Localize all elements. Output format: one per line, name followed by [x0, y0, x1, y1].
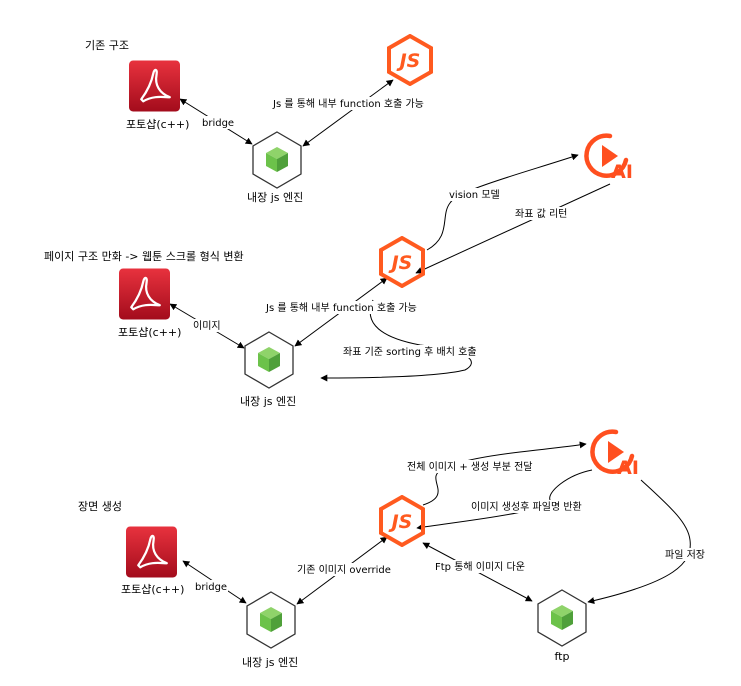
svg-text:bridge: bridge: [195, 582, 227, 593]
ftp-label: ftp: [555, 650, 570, 663]
edge-label-s2-vision: vision 모델: [446, 188, 512, 201]
js-logo-icon: JS: [387, 34, 433, 86]
section-title-existing: 기존 구조: [85, 39, 129, 52]
edge-s3-filename: [416, 469, 593, 531]
photoshop-label: 포토샵(c++): [126, 118, 189, 131]
edge-label-s3-full: 전체 이미지 + 생성 부분 전달: [404, 460, 554, 473]
svg-text:AI: AI: [611, 161, 633, 183]
edge-label-s2-sorting: 좌표 기준 sorting 후 배치 호출: [340, 345, 512, 358]
svg-text:Js 를 통해 내부 function 호출 가능: Js 를 통해 내부 function 호출 가능: [265, 301, 417, 314]
svg-text:vision 모델: vision 모델: [449, 189, 500, 201]
edge-label-s3-override: 기존 이미지 override: [294, 563, 392, 576]
ai-logo-icon: AI: [586, 136, 633, 183]
edge-label-s2-image: 이미지: [190, 319, 222, 332]
photoshop-icon: [129, 60, 180, 112]
edge-s1-js: [302, 79, 394, 147]
js-engine-label: 내장 js 엔진: [247, 191, 303, 204]
js-logo-icon: JS: [379, 495, 425, 547]
edge-s3-full: [422, 441, 587, 506]
svg-text:bridge: bridge: [202, 118, 234, 129]
edge-label-s3-bridge: bridge: [192, 580, 228, 593]
js-engine-icon: [252, 131, 302, 189]
js-engine-icon: [244, 331, 294, 389]
svg-text:AI: AI: [617, 457, 639, 479]
svg-text:JS: JS: [388, 252, 413, 274]
edge-label-s2-coord: 좌표 값 리턴: [512, 207, 578, 220]
svg-text:좌표 기준 sorting 후 배치 호출: 좌표 기준 sorting 후 배치 호출: [343, 346, 477, 358]
svg-text:좌표 값 리턴: 좌표 값 리턴: [515, 208, 567, 220]
edge-label-s2-js: Js 를 통해 내부 function 호출 가능: [263, 301, 449, 314]
edge-label-s3-filename: 이미지 생성후 파일명 반환: [468, 500, 608, 513]
svg-text:JS: JS: [388, 511, 413, 533]
edge-label-s1-js: Js 를 통해 내부 function 호출 가능: [270, 97, 456, 110]
svg-text:전체 이미지 + 생성 부분 전달: 전체 이미지 + 생성 부분 전달: [407, 461, 532, 473]
svg-text:JS: JS: [396, 50, 421, 72]
svg-text:기존 이미지 override: 기존 이미지 override: [297, 564, 391, 576]
ftp-server-icon: [537, 589, 587, 647]
svg-text:Ftp 통해 이미지 다운: Ftp 통해 이미지 다운: [435, 560, 525, 573]
edge-s2-vision: [426, 153, 579, 251]
js-engine-icon: [246, 591, 296, 649]
section-title-scene: 장면 생성: [78, 500, 122, 513]
photoshop-label: 포토샵(c++): [118, 326, 181, 339]
edge-s3-save: [587, 479, 691, 604]
js-logo-icon: JS: [379, 236, 425, 288]
edge-s2-coord: [415, 183, 611, 274]
edge-label-s1-bridge: bridge: [199, 116, 235, 129]
photoshop-icon: [119, 268, 170, 320]
svg-text:파일 저장: 파일 저장: [665, 549, 705, 561]
photoshop-icon: [126, 526, 177, 578]
svg-text:이미지 생성후 파일명 반환: 이미지 생성후 파일명 반환: [471, 501, 582, 513]
section-title-webtoon: 페이지 구조 만화 -> 웹툰 스크롤 형식 변환: [44, 250, 244, 263]
photoshop-label: 포토샵(c++): [121, 583, 184, 596]
js-engine-label: 내장 js 엔진: [240, 395, 296, 408]
svg-text:이미지: 이미지: [193, 320, 221, 332]
edge-label-s3-ftp: Ftp 통해 이미지 다운: [432, 560, 530, 573]
js-engine-label: 내장 js 엔진: [242, 656, 298, 669]
edge-label-s3-save: 파일 저장: [662, 548, 708, 561]
ai-logo-icon: AI: [592, 432, 639, 479]
svg-text:Js 를 통해 내부 function 호출 가능: Js 를 통해 내부 function 호출 가능: [272, 97, 424, 110]
edge-s2-sorting: [320, 299, 472, 382]
